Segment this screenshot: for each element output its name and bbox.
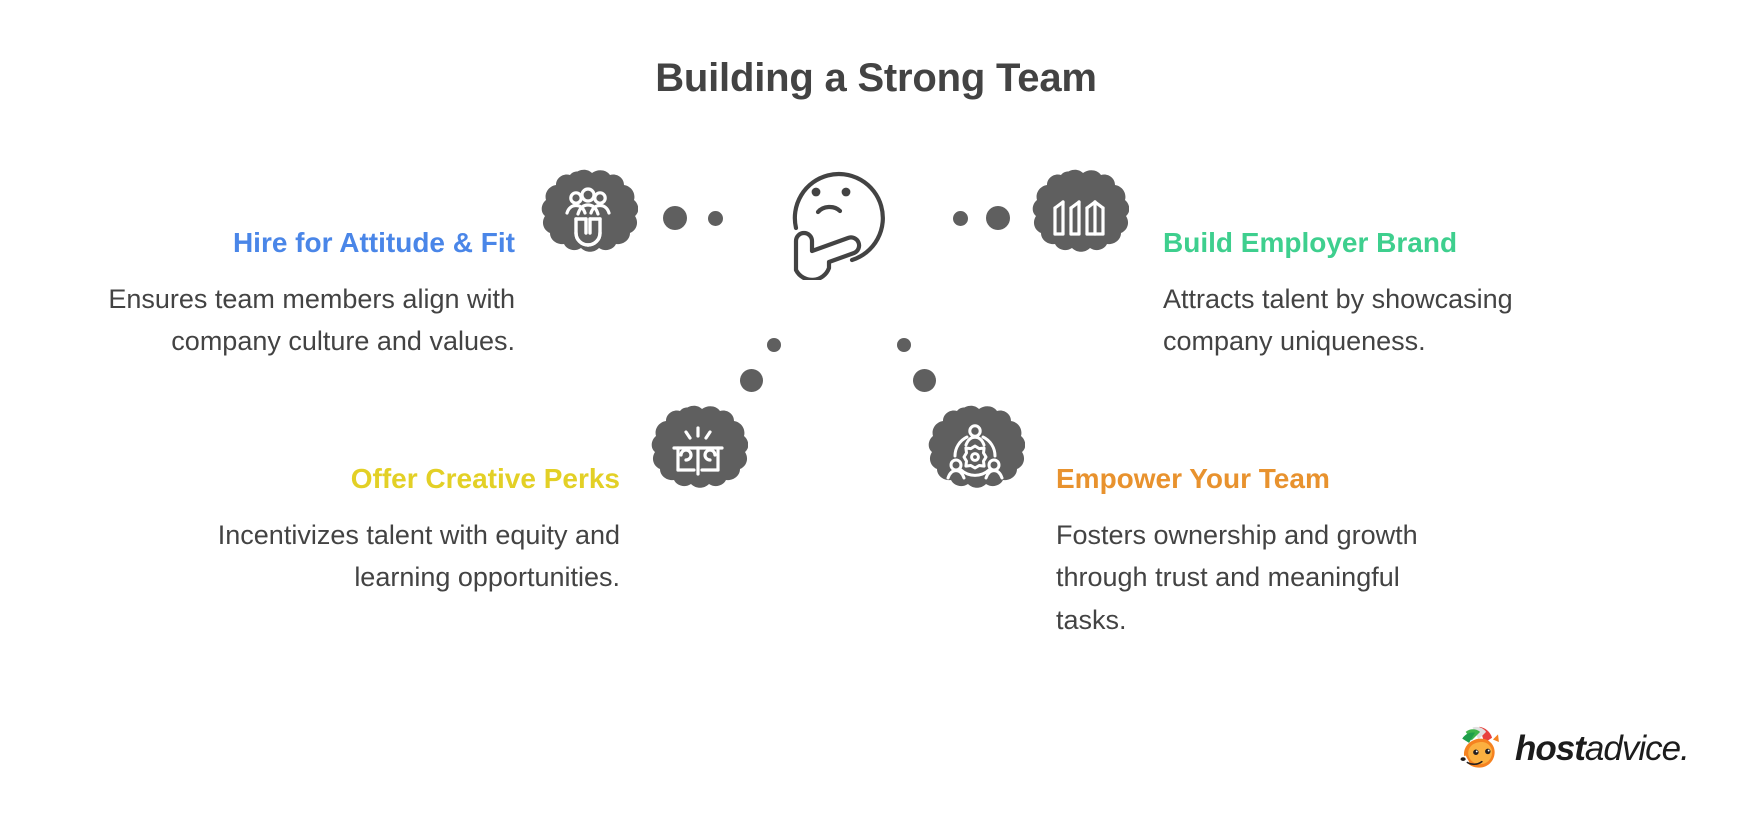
- quadrant-perks-heading: Offer Creative Perks: [350, 463, 620, 494]
- quadrant-perks-body: Incentivizes talent with equity and lear…: [217, 519, 620, 593]
- hostadvice-logo: hostadvice.: [1455, 725, 1690, 771]
- quadrant-hire-body: Ensures team members align with company …: [108, 283, 515, 357]
- connector-dot: [897, 338, 911, 352]
- company-building-icon: [1029, 168, 1129, 268]
- connector-dot: [913, 369, 936, 392]
- quadrant-perks: Offer Creative Perks Incentivizes talent…: [190, 462, 620, 599]
- page-title: Building a Strong Team: [655, 56, 1097, 100]
- connector-dot: [663, 206, 687, 230]
- quadrant-brand-heading: Build Employer Brand: [1163, 227, 1458, 258]
- connector-dot: [708, 211, 723, 226]
- team-gear-icon: [925, 404, 1025, 504]
- logo-wordmark: hostadvice.: [1515, 728, 1690, 768]
- connector-dot: [953, 211, 968, 226]
- quadrant-empower-body: Fosters ownership and growth through tru…: [1056, 519, 1418, 635]
- gift-sparkle-icon: [648, 404, 748, 504]
- connector-dot: [767, 338, 781, 352]
- fox-mascot-icon: [1457, 726, 1499, 768]
- quadrant-hire-heading: Hire for Attitude & Fit: [232, 227, 515, 258]
- quadrant-brand-body: Attracts talent by showcasing company un…: [1163, 283, 1513, 357]
- logo-word-host: host: [1515, 728, 1586, 768]
- connector-dot: [740, 369, 763, 392]
- quadrant-hire: Hire for Attitude & Fit Ensures team mem…: [50, 226, 515, 363]
- quadrant-empower: Empower Your Team Fosters ownership and …: [1056, 462, 1476, 642]
- quadrant-brand: Build Employer Brand Attracts talent by …: [1163, 226, 1563, 363]
- logo-word-advice: advice.: [1584, 728, 1690, 768]
- magnet-people-icon: [538, 168, 638, 268]
- connector-dot: [986, 206, 1010, 230]
- thinking-face-icon: [778, 150, 903, 280]
- quadrant-empower-heading: Empower Your Team: [1056, 463, 1330, 494]
